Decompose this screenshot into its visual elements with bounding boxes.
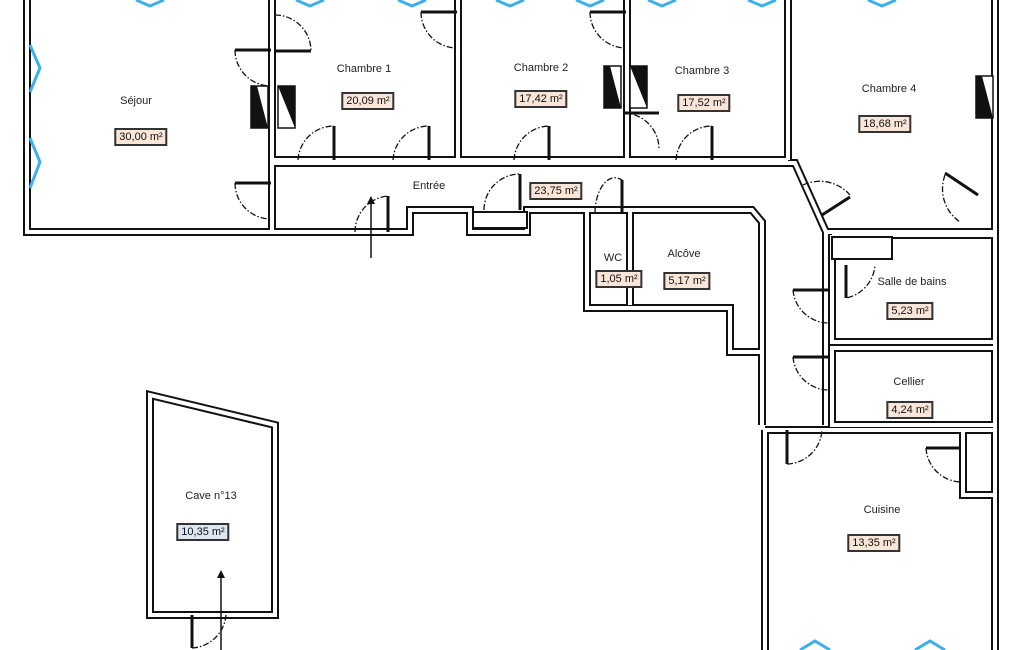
room-area-salle-de-bains: 5,23 m²	[886, 302, 934, 320]
doors	[190, 10, 979, 649]
room-area-cuisine: 13,35 m²	[847, 534, 901, 552]
entry-arrows	[217, 196, 375, 650]
room-name-wc: WC	[603, 252, 623, 264]
room-area-chambre-1: 20,09 m²	[341, 92, 395, 110]
room-name-cellier: Cellier	[893, 376, 925, 388]
room-area-entree: 23,75 m²	[529, 182, 583, 200]
room-name-alcove: Alcôve	[667, 248, 701, 260]
room-name-salle-de-bains: Salle de bains	[877, 276, 947, 288]
room-area-sejour: 30,00 m²	[114, 128, 168, 146]
room-area-cave: 10,35 m²	[176, 523, 230, 541]
room-name-chambre-2: Chambre 2	[513, 62, 569, 74]
room-area-chambre-3: 17,52 m²	[677, 94, 731, 112]
room-name-chambre-1: Chambre 1	[336, 63, 392, 75]
room-area-chambre-4: 18,68 m²	[858, 115, 912, 133]
room-area-alcove: 5,17 m²	[663, 272, 711, 290]
room-name-chambre-3: Chambre 3	[674, 65, 730, 77]
room-area-chambre-2: 17,42 m²	[514, 90, 568, 108]
room-area-cellier: 4,24 m²	[886, 401, 934, 419]
room-name-chambre-4: Chambre 4	[861, 83, 917, 95]
room-name-cuisine: Cuisine	[863, 504, 901, 516]
room-name-sejour: Séjour	[120, 95, 152, 107]
room-name-cave: Cave n°13	[185, 490, 237, 502]
closets	[250, 65, 994, 129]
room-area-wc: 1,05 m²	[595, 270, 643, 288]
walls	[23, 0, 999, 650]
room-name-entree: Entrée	[412, 180, 446, 192]
windows	[28, 0, 946, 650]
